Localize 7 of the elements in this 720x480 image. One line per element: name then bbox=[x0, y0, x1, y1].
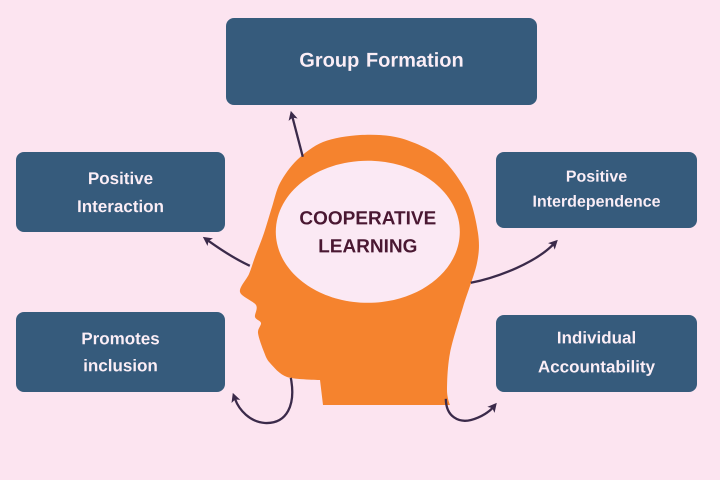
oval-label: COOPERATIVE LEARNING bbox=[276, 160, 460, 303]
topic-box: Positive Interaction bbox=[16, 152, 225, 232]
topic-box: Group Formation bbox=[226, 18, 537, 105]
topic-box: Positive Interdependence bbox=[496, 152, 697, 228]
arrow bbox=[232, 378, 294, 424]
topic-box: Individual Accountability bbox=[496, 315, 697, 392]
topic-box: Promotes inclusion bbox=[16, 312, 225, 392]
